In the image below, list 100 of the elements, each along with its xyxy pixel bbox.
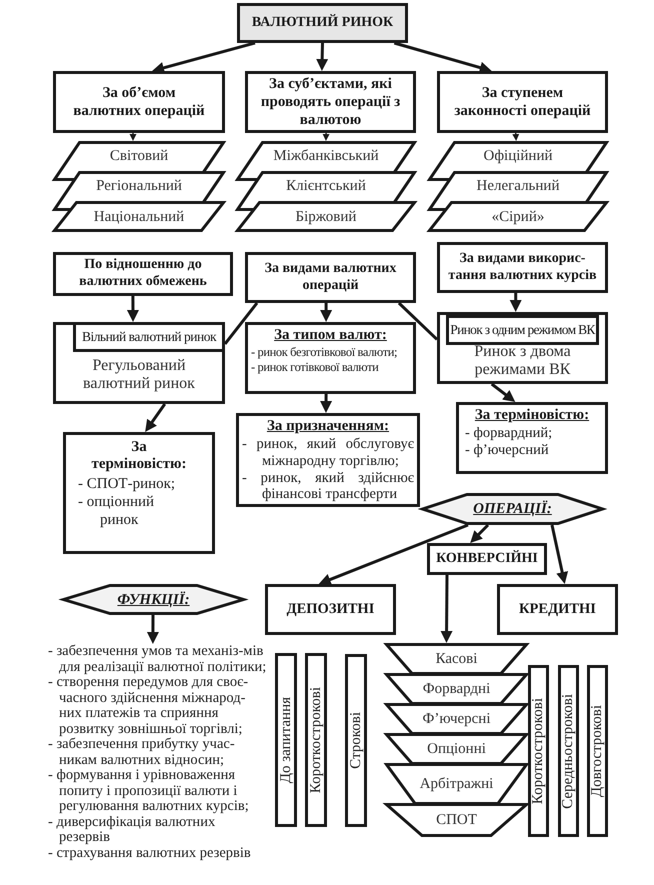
type-parallelogram bbox=[428, 201, 608, 232]
market-box bbox=[446, 315, 599, 345]
category-box bbox=[53, 252, 233, 296]
list-item: - ринок безготівкової валюти; bbox=[251, 345, 398, 360]
category-label: По відношенню до валютних обмежень bbox=[78, 257, 208, 291]
arrow bbox=[510, 293, 522, 312]
type-label: Регіональний bbox=[96, 177, 182, 195]
arrow bbox=[440, 574, 453, 643]
list-box bbox=[245, 322, 416, 394]
market-label: Ринок з одним режимом ВК bbox=[450, 322, 595, 338]
category-label: За ступенем законності операцій bbox=[453, 84, 592, 120]
type-label: Офіційний bbox=[483, 147, 553, 165]
operation-trapezoid bbox=[385, 733, 528, 765]
arrow bbox=[320, 394, 332, 413]
market-label: Ринок з двома режимами ВК bbox=[473, 343, 572, 380]
operation-label: КОНВЕРСІЙНІ bbox=[436, 550, 538, 568]
type-parallelogram bbox=[53, 201, 225, 232]
category-box bbox=[245, 71, 416, 133]
function-item: - страхування валютних резервів bbox=[48, 846, 252, 861]
category-box bbox=[53, 71, 225, 133]
operation-label: ДЕПОЗИТНІ bbox=[286, 600, 374, 618]
type-label: Біржовий bbox=[296, 208, 356, 226]
term-bar bbox=[345, 654, 367, 827]
market-label: Вільний валютний ринок bbox=[82, 328, 216, 346]
market-box bbox=[53, 322, 225, 404]
function-item: - створення передумов для своє-часного здійснення міжнарод-них платежів та сприяння розвитку зовнішньої торгівлі; bbox=[48, 675, 250, 737]
type-label: Клієнтський bbox=[286, 177, 366, 195]
operation-trapezoid bbox=[385, 643, 528, 675]
arrow bbox=[152, 42, 256, 74]
category-label: За видами валютних операцій bbox=[264, 260, 398, 294]
term-label: Короткострокові bbox=[308, 686, 324, 794]
trapezoid-label: Ф’ючерсні bbox=[422, 710, 491, 728]
term-label: Короткострокові bbox=[531, 698, 546, 804]
category-box bbox=[437, 242, 608, 293]
arrow bbox=[512, 132, 520, 141]
list-heading: За терміновістю: bbox=[90, 439, 188, 474]
term-label: До запитання bbox=[278, 696, 294, 784]
type-label: Світовий bbox=[110, 147, 168, 165]
market-label: Регульований валютний ринок bbox=[82, 357, 196, 394]
market-box bbox=[73, 322, 225, 352]
arrow bbox=[470, 524, 490, 543]
arrow bbox=[550, 524, 568, 584]
arrow bbox=[126, 296, 139, 322]
category-box bbox=[437, 71, 608, 133]
trapezoid-label: Форвардні bbox=[422, 680, 490, 698]
category-label: За видами викорис-тання валютних курсів bbox=[447, 250, 598, 284]
list-item: - ф’ючерсний bbox=[465, 442, 550, 459]
hexagon-label: ОПЕРАЦІЇ: bbox=[473, 500, 552, 518]
list-heading: За призначенням: bbox=[266, 418, 390, 436]
operation-trapezoid bbox=[385, 763, 528, 805]
operation-box bbox=[265, 584, 396, 635]
operation-box bbox=[497, 584, 618, 635]
type-label: «Сірий» bbox=[492, 208, 544, 226]
connector-line bbox=[398, 302, 438, 340]
operation-label: КРЕДИТНІ bbox=[519, 600, 596, 618]
arrow bbox=[318, 524, 469, 586]
term-bar bbox=[587, 665, 608, 837]
list-heading: За типом валют: bbox=[274, 327, 387, 344]
arrow bbox=[130, 133, 136, 141]
arrow bbox=[320, 303, 332, 322]
operation-trapezoid bbox=[385, 803, 528, 837]
operation-trapezoid bbox=[385, 673, 528, 705]
list-box bbox=[63, 432, 215, 554]
trapezoid-label: Арбітражні bbox=[420, 775, 494, 793]
function-item: - забезпечення умов та механіз-мів для реалізації валютної політики; bbox=[48, 644, 268, 675]
type-label: Нелегальний bbox=[476, 177, 560, 195]
operation-trapezoid bbox=[385, 703, 528, 735]
term-label: Середньострокові bbox=[561, 694, 576, 808]
list-box bbox=[456, 402, 608, 474]
list-item: - СПОТ-ринок; bbox=[78, 474, 176, 492]
arrow bbox=[490, 382, 516, 402]
arrow bbox=[322, 132, 330, 141]
term-bar bbox=[528, 665, 549, 837]
root-label: ВАЛЮТНИЙ РИНОК bbox=[252, 14, 394, 32]
operation-box bbox=[427, 543, 547, 575]
term-label: Строкові bbox=[348, 712, 364, 769]
function-item: - диверсифікація валютних резервів bbox=[48, 814, 216, 846]
term-bar bbox=[305, 653, 327, 827]
type-label: Міжбанківський bbox=[273, 147, 379, 165]
arrow bbox=[146, 615, 159, 644]
category-box bbox=[245, 252, 416, 303]
list-item: - ринок, який обслуговує міжнародну торгівлю; bbox=[242, 436, 414, 470]
list-item: - ринок, який здійснює фінансові трансферти bbox=[242, 470, 414, 503]
type-label: Національний bbox=[94, 208, 184, 226]
term-bar bbox=[275, 653, 297, 827]
list-item: - форвардний; bbox=[465, 425, 554, 442]
arrow bbox=[316, 42, 328, 71]
trapezoid-label: Опціонні bbox=[427, 740, 486, 758]
arrow bbox=[145, 403, 166, 432]
function-item: - забезпечення прибутку учас-никам валютних відносин; bbox=[48, 737, 235, 768]
trapezoid-label: СПОТ bbox=[436, 811, 477, 829]
term-bar bbox=[558, 665, 579, 837]
trapezoid-label: Касові bbox=[436, 650, 478, 668]
hexagon-label: ФУНКЦІЇ: bbox=[117, 590, 190, 608]
type-parallelogram bbox=[236, 201, 416, 232]
arrow bbox=[394, 42, 492, 74]
term-label: Довгострокові bbox=[590, 704, 605, 798]
function-item: - формування і урівноваження попиту і пропозиції валюти і регулювання валютних курсів; bbox=[48, 768, 250, 814]
list-item: - опціонний ринок bbox=[78, 492, 156, 528]
market-box bbox=[437, 312, 608, 384]
